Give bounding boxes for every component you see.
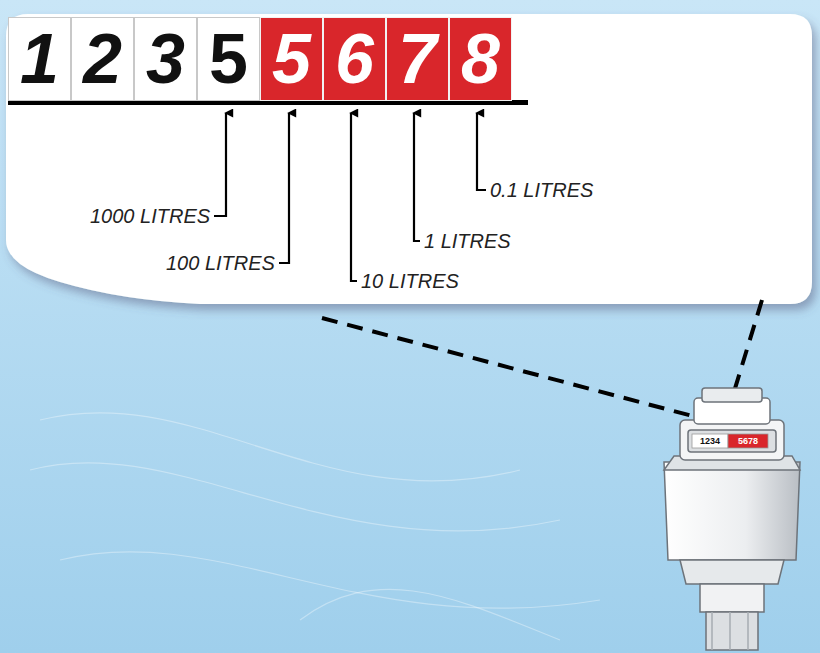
- place-value-label: 100 LITRES: [166, 253, 275, 273]
- meter-display-text: 1234: [700, 437, 720, 446]
- place-value-label: 1000 LITRES: [90, 206, 210, 226]
- digit-cell: 3: [134, 17, 197, 101]
- water-meter: [664, 388, 800, 650]
- digit: 5: [209, 24, 248, 94]
- digit-cell: 7: [386, 17, 449, 101]
- place-value-label: 0.1 LITRES: [490, 180, 593, 200]
- digit-cell: 2: [71, 17, 134, 101]
- digit-cell: 6: [323, 17, 386, 101]
- digit-cell: 5: [197, 17, 260, 101]
- digit-cell: 8: [449, 17, 512, 101]
- digit: 1: [20, 24, 59, 94]
- place-value-label: 1 LITRES: [424, 231, 511, 251]
- digit: 5: [272, 24, 311, 94]
- meter-display-text: 5678: [738, 437, 758, 446]
- place-value-label: 10 LITRES: [361, 271, 459, 291]
- digit: 6: [335, 24, 374, 94]
- digit: 3: [146, 24, 185, 94]
- background-streaks: [30, 413, 600, 640]
- digit-cell: 5: [260, 17, 323, 101]
- digit: 2: [83, 24, 122, 94]
- digit: 7: [398, 24, 437, 94]
- digit-cell: 1: [8, 17, 71, 101]
- digit: 8: [461, 24, 500, 94]
- reading-panel: [6, 14, 812, 304]
